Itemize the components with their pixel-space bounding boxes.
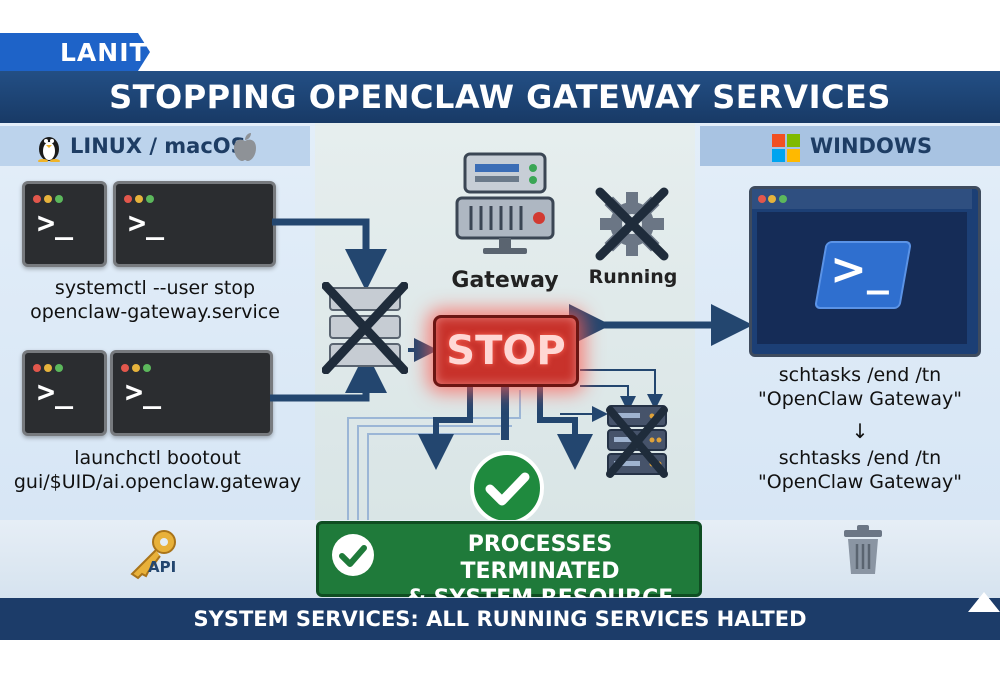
terminal-window-small-1: >_ xyxy=(22,181,107,267)
terminal-prompt-icon: >_ xyxy=(37,375,74,410)
footer-bar xyxy=(0,598,1000,640)
result-line1: PROCESSES TERMINATED xyxy=(460,532,620,584)
footer-status: SYSTEM SERVICES: ALL RUNNING SERVICES HA… xyxy=(193,607,807,631)
trash-icon xyxy=(844,525,882,574)
crossed-server-icon xyxy=(322,282,408,374)
logo-text: LANIT xyxy=(60,38,148,67)
api-key-icon xyxy=(130,530,176,580)
result-banner xyxy=(316,521,702,597)
launchctl-command-line1: launchctl bootout xyxy=(74,447,241,469)
arrow-stop-to-stack-1 xyxy=(580,369,663,410)
window-controls xyxy=(33,190,66,208)
arrow-stop-down-left xyxy=(418,384,473,470)
linux-penguin-icon xyxy=(38,137,60,162)
linux-macos-header-label: LINUX / macOS xyxy=(70,134,246,158)
crossed-gear-icon xyxy=(595,187,669,261)
window-controls xyxy=(124,190,157,208)
arrow-stop-down-right xyxy=(537,384,593,470)
arrow-terminal2-to-server xyxy=(270,351,387,402)
logo-badge xyxy=(0,33,150,71)
arrow-stop-to-stack-2 xyxy=(580,385,636,412)
stop-label: STOP xyxy=(446,328,566,374)
success-check-icon xyxy=(470,451,544,525)
page-title: STOPPING OPENCLAW GATEWAY SERVICES xyxy=(109,78,891,116)
windows-header-label: WINDOWS xyxy=(810,134,933,158)
crossed-server-stack-icon xyxy=(606,405,668,478)
gateway-server-icon xyxy=(455,152,555,254)
corner-triangle-decoration xyxy=(968,592,1000,612)
systemctl-command-line1: systemctl --user stop xyxy=(54,277,256,299)
powershell-prompt-icon: >_ xyxy=(830,244,889,295)
powershell-titlebar xyxy=(752,189,972,209)
window-controls xyxy=(121,359,154,377)
schtasks-command-1: schtasks /end /tn "OpenClaw Gateway" xyxy=(720,363,1000,411)
result-check-icon xyxy=(332,534,374,576)
schtasks-command-2-line1: schtasks /end /tn xyxy=(778,447,942,469)
title-banner xyxy=(0,71,1000,123)
launchctl-command-line2: gui/$UID/ai.openclaw.gateway xyxy=(13,471,302,493)
systemctl-command: systemctl --user stop openclaw-gateway.s… xyxy=(0,276,310,324)
terminal-window-small-2: >_ xyxy=(22,350,107,436)
gateway-label: Gateway xyxy=(451,268,559,293)
schtasks-command-2: schtasks /end /tn "OpenClaw Gateway" xyxy=(720,446,1000,494)
stop-sign xyxy=(433,315,579,387)
windows-logo-icon xyxy=(772,134,800,162)
schtasks-command-1-line2: "OpenClaw Gateway" xyxy=(758,388,962,410)
running-label: Running xyxy=(588,266,678,288)
windows-header: WINDOWS xyxy=(700,126,1000,166)
terminal-window-large-2: >_ xyxy=(110,350,273,436)
schtasks-command-2-line2: "OpenClaw Gateway" xyxy=(758,471,962,493)
launchctl-command: launchctl bootout gui/$UID/ai.openclaw.g… xyxy=(0,446,315,494)
arrow-terminal1-to-server xyxy=(272,218,387,291)
window-controls xyxy=(33,359,66,377)
terminal-prompt-icon: >_ xyxy=(128,206,165,241)
terminal-prompt-icon: >_ xyxy=(37,206,74,241)
apple-icon xyxy=(234,133,256,161)
systemctl-command-line2: openclaw-gateway.service xyxy=(30,301,280,323)
linux-macos-header: LINUX / macOS xyxy=(0,126,310,166)
schtasks-command-1-line1: schtasks /end /tn xyxy=(778,364,942,386)
terminal-prompt-icon: >_ xyxy=(125,375,162,410)
down-arrow-icon: ↓ xyxy=(851,419,869,443)
terminal-window-large-1: >_ xyxy=(113,181,276,267)
api-label: API xyxy=(148,558,177,576)
